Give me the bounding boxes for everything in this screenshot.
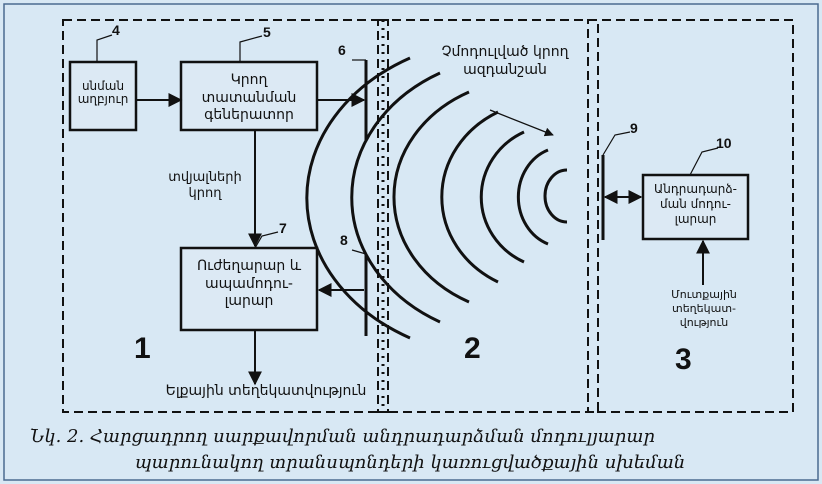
page-border <box>3 3 819 481</box>
block-10-label: Անդրադարձ-ման մոդու-լարար <box>654 182 737 226</box>
block-7-label: Ուժեղարար և ապամոդու-լարար <box>196 258 302 309</box>
wave-arc-6 <box>350 71 441 324</box>
leader-10 <box>689 147 719 176</box>
block-4-label: սնման աղբյուր <box>77 79 129 106</box>
section-number-3: 3 <box>675 343 692 376</box>
block-number-10: 10 <box>716 135 732 151</box>
figure-caption-line-2: պարունակող տրանսպոնդերի կառուցվածքային ս… <box>134 452 686 473</box>
output-info-label: Ելքային տեղեկատվություն <box>165 383 367 399</box>
block-number-9: 9 <box>630 120 638 136</box>
section-number-1: 1 <box>134 332 151 365</box>
incoming-carrier-label: տվյալների կրող <box>168 170 242 202</box>
block-10-rect <box>641 173 750 241</box>
leader-5 <box>239 35 263 62</box>
leader-8 <box>351 249 367 255</box>
section-3-box <box>587 19 794 413</box>
block-number-5: 5 <box>263 24 271 40</box>
block-number-7: 7 <box>279 220 287 236</box>
block-7-rect <box>179 246 319 332</box>
wave-arc-3 <box>479 130 525 264</box>
figure-caption-line-1: Նկ. 2. Հարցադրող սարքավորման անդրադարձմա… <box>30 426 656 447</box>
wave-arc-2 <box>516 148 549 246</box>
input-info-label: Մուտքային տեղեկատ-վություն <box>671 288 737 329</box>
leader-7 <box>254 231 279 249</box>
block-number-4: 4 <box>112 22 120 38</box>
wave-arc-7 <box>305 56 411 340</box>
section-1-box <box>62 19 389 413</box>
block-number-6: 6 <box>338 42 346 58</box>
section-number-2: 2 <box>464 332 481 365</box>
wave-arc-1 <box>543 168 568 224</box>
block-5-rect <box>179 60 319 132</box>
radio-waves <box>305 56 568 340</box>
block-5-label: Կրող տատանման գեներատոր <box>201 72 297 123</box>
wave-arc-5 <box>392 90 470 304</box>
arrow-carrier-signal <box>489 109 554 137</box>
block-4-rect <box>68 60 138 132</box>
leader-9 <box>602 131 631 156</box>
carrier-signal-label: Չմոդուլված կրող ազդանշան <box>441 44 569 78</box>
block-number-8: 8 <box>340 232 348 248</box>
section-2-box <box>377 19 599 413</box>
wave-arc-4 <box>440 110 499 284</box>
leader-4 <box>96 34 113 62</box>
